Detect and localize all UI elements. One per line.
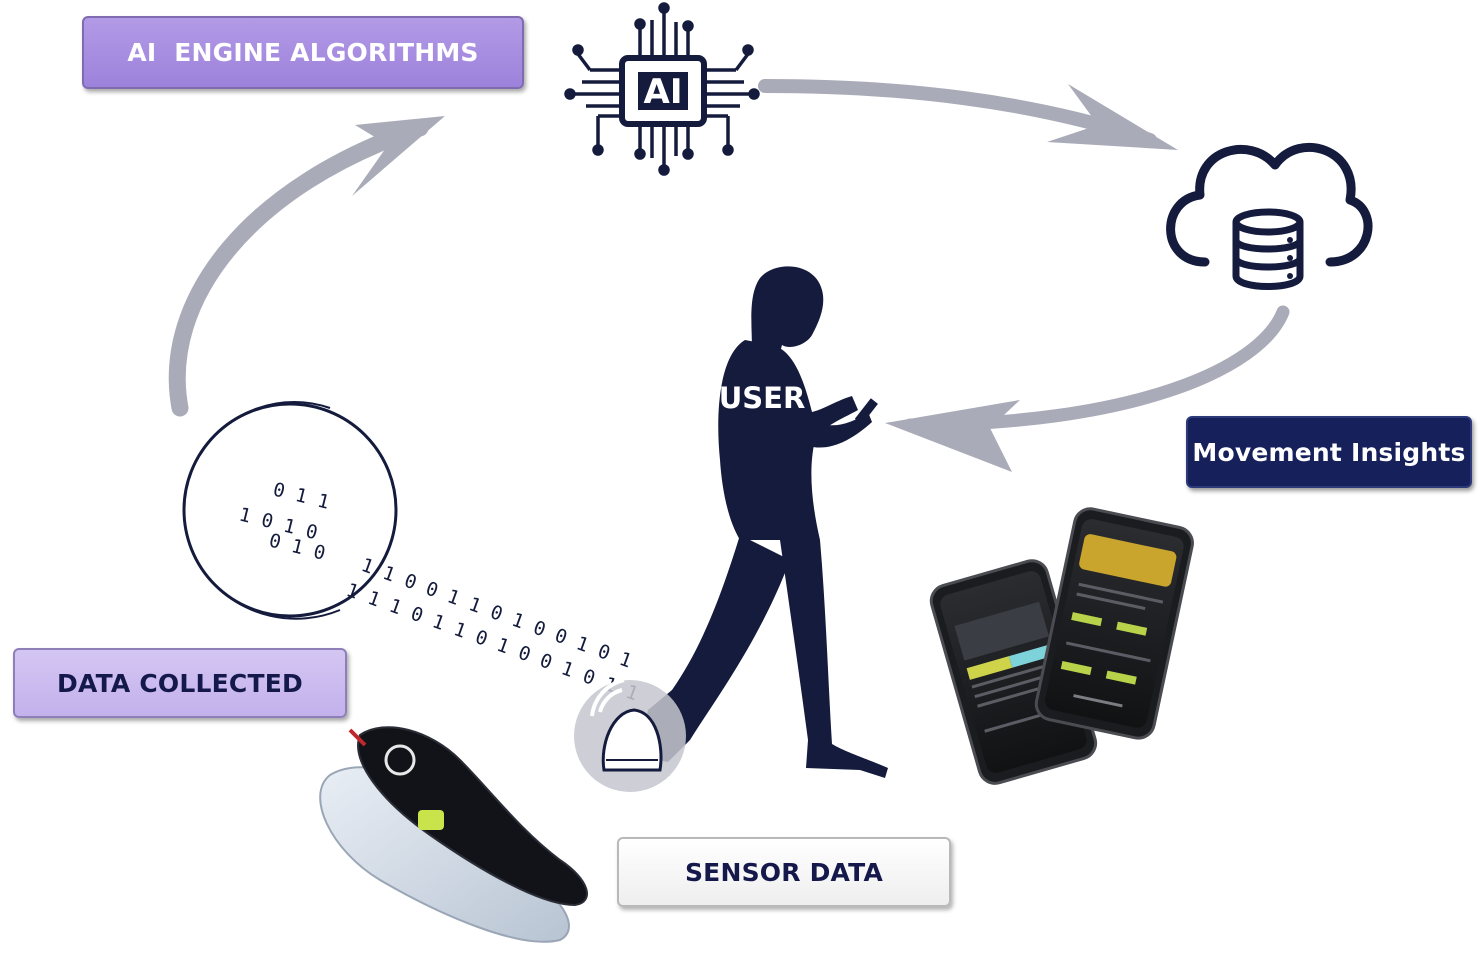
arrow-to-cloud	[758, 79, 1178, 150]
sensor-data-label: SENSOR DATA	[684, 857, 884, 887]
phone-left	[929, 559, 1098, 785]
data-collected-label: DATA COLLECTED	[57, 668, 303, 698]
ai-chip-icon	[564, 2, 760, 176]
ai-engine-label: AI ENGINE ALGORITHMS	[127, 38, 479, 67]
foot-sensor-icon	[574, 678, 686, 792]
ai-engine-box: AI ENGINE ALGORITHMS	[82, 16, 524, 89]
sensor-data-box: SENSOR DATA	[617, 837, 951, 907]
phone-right	[1034, 507, 1194, 740]
binary-line-3: 0 1 0	[267, 530, 328, 565]
ai-chip-label: AI	[644, 72, 683, 112]
data-collected-box: DATA COLLECTED	[13, 648, 347, 718]
user-silhouette	[645, 266, 888, 778]
movement-insights-label: Movement Insights	[1192, 437, 1466, 467]
cloud-database-icon	[1166, 143, 1373, 290]
data-circle-icon	[182, 401, 398, 620]
arrow-to-ai-engine	[168, 116, 445, 417]
binary-line-1: 0 1 1	[271, 479, 332, 514]
movement-insights-box: Movement Insights	[1186, 416, 1472, 488]
insole-image	[319, 726, 588, 943]
user-label: USER	[719, 381, 806, 415]
arrow-to-user	[885, 305, 1290, 472]
